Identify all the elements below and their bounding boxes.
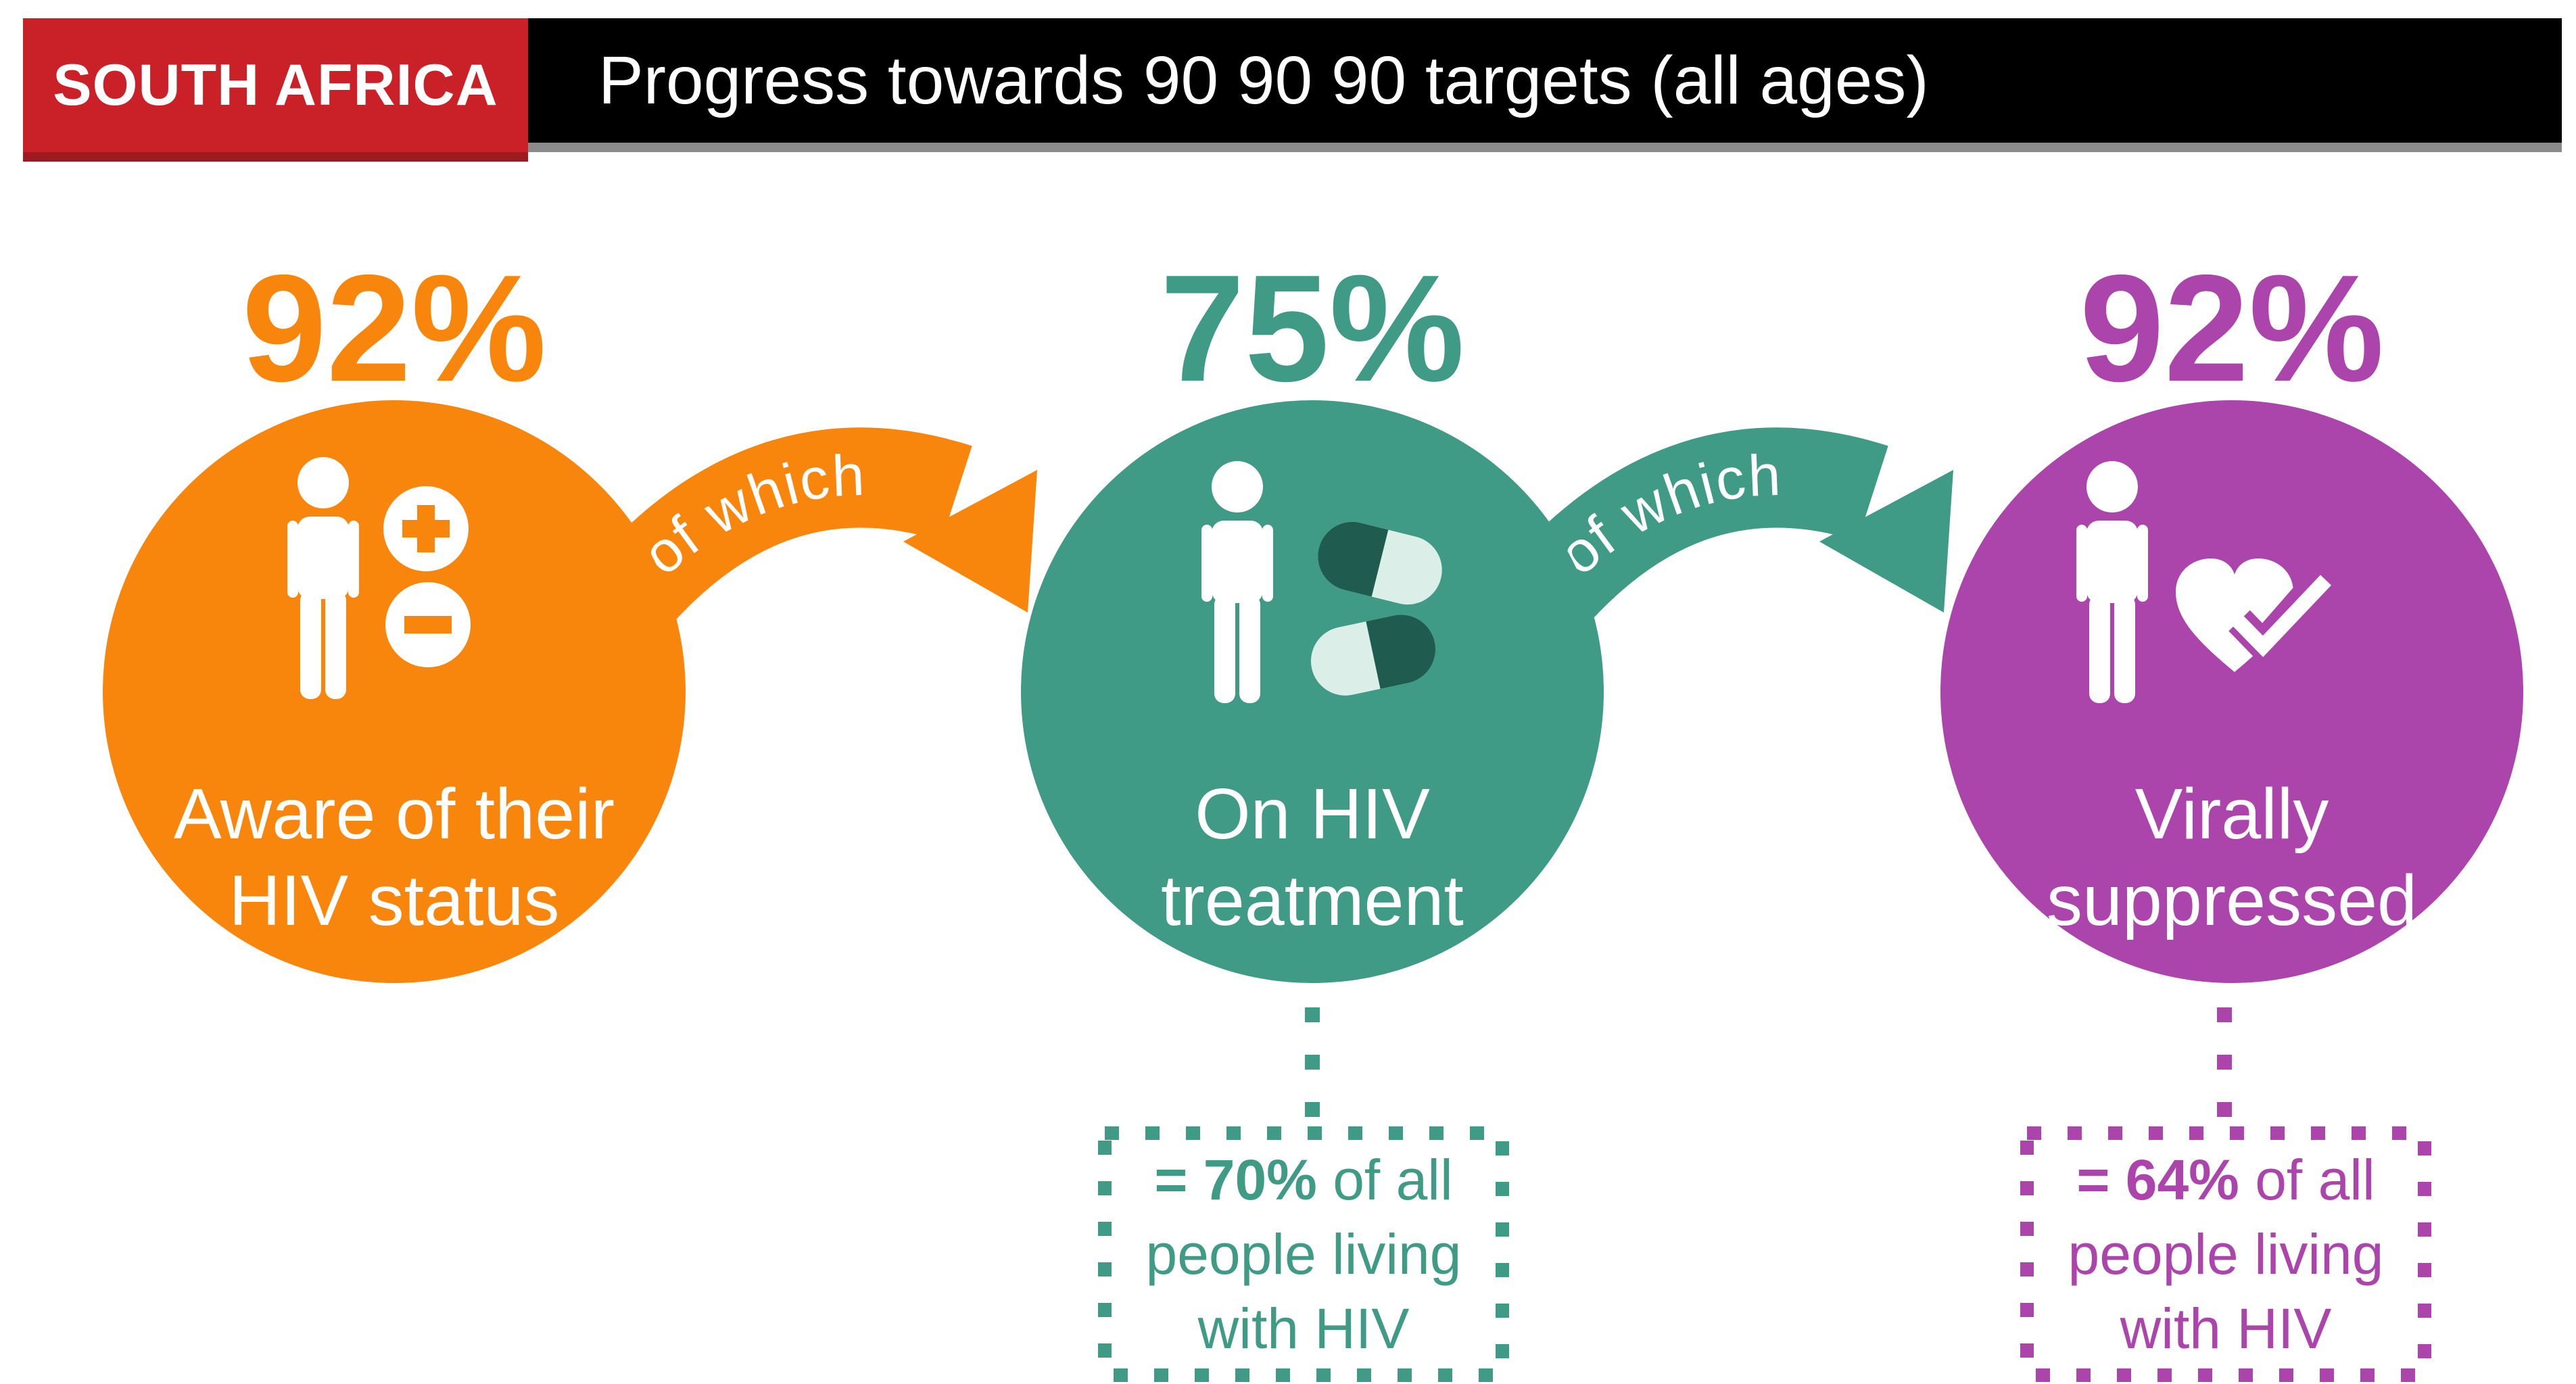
heart-check-icon bbox=[2176, 558, 2331, 672]
country-label: SOUTH AFRICA bbox=[53, 52, 498, 118]
callout-line: people living bbox=[2068, 1222, 2384, 1286]
pill-icon bbox=[1318, 521, 1442, 605]
percent-virally-suppressed: 92% bbox=[2079, 243, 2385, 413]
callout-line: = 70% of all bbox=[1154, 1148, 1453, 1212]
circle-label-line: HIV status bbox=[229, 861, 560, 940]
circle-label-line: treatment bbox=[1161, 861, 1464, 940]
circle-on-treatment: On HIV treatment bbox=[1021, 400, 1604, 983]
circle-label-line: Aware of their bbox=[173, 774, 615, 854]
person-icon bbox=[2070, 460, 2154, 703]
pill-icon bbox=[1310, 615, 1436, 696]
country-tab: SOUTH AFRICA bbox=[23, 18, 528, 162]
page-title: Progress towards 90 90 90 targets (all a… bbox=[598, 42, 1929, 118]
percent-aware: 92% bbox=[241, 243, 547, 413]
arrowhead-icon bbox=[903, 470, 1037, 613]
circle-virally-suppressed: Virally suppressed bbox=[1940, 400, 2523, 983]
circle-aware: Aware of their HIV status bbox=[103, 400, 686, 983]
callout-line: with HIV bbox=[2120, 1297, 2332, 1360]
minus-icon bbox=[385, 582, 471, 667]
circle-label-line: Virally bbox=[2134, 774, 2329, 854]
callout-line: people living bbox=[1145, 1222, 1462, 1286]
person-icon bbox=[1195, 460, 1279, 703]
circle-label-line: suppressed bbox=[2046, 861, 2417, 940]
arrowhead-icon bbox=[1819, 470, 1953, 613]
callout-virally-suppressed: = 64% of all people living with HIV bbox=[2027, 1133, 2425, 1375]
callout-line: = 64% of all bbox=[2076, 1148, 2375, 1212]
callout-line: with HIV bbox=[1197, 1297, 1410, 1360]
callout-on-treatment: = 70% of all people living with HIV bbox=[1105, 1133, 1502, 1375]
title-bar: Progress towards 90 90 90 targets (all a… bbox=[528, 18, 2562, 152]
person-icon bbox=[281, 456, 365, 699]
dotted-connector bbox=[2217, 1007, 2232, 1122]
dotted-connector bbox=[1305, 1007, 1320, 1122]
circle-label: Aware of their HIV status bbox=[103, 771, 686, 944]
percent-on-treatment: 75% bbox=[1160, 243, 1465, 413]
plus-icon bbox=[383, 486, 469, 571]
circle-label: On HIV treatment bbox=[1021, 771, 1604, 944]
circle-label: Virally suppressed bbox=[1940, 771, 2523, 944]
circle-label-line: On HIV bbox=[1195, 774, 1430, 854]
